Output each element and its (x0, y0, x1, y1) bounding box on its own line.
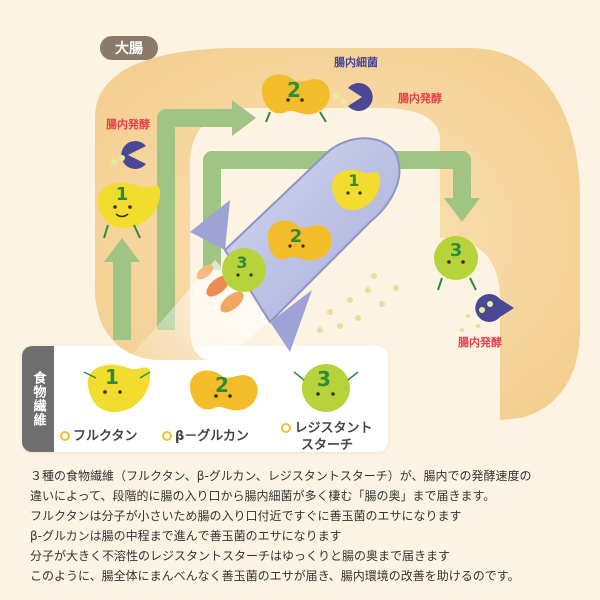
rocket-fiber-2: 2 (268, 220, 332, 261)
fiber-number-1: 1 (116, 184, 129, 205)
pacman-top (333, 83, 373, 112)
fermentation-label-top-left: 腸内発酵 (106, 117, 150, 131)
svg-text:1: 1 (105, 365, 119, 389)
svg-text:1: 1 (348, 171, 359, 190)
fiber-number-2: 2 (287, 78, 301, 102)
description-line: ３種の食物繊維（フルクタン、β-グルカン、レジスタントスターチ）が、腸内での発酵… (30, 469, 532, 483)
rocket-fin-bottom (270, 290, 312, 352)
arrow-head-down (444, 198, 480, 222)
description-line: β-グルカンは腸の中程まで進んで善玉菌のエサになります (30, 529, 342, 543)
large-intestine-shape (95, 48, 580, 420)
legend-name-beta-glucan: β－グルカン (162, 428, 249, 445)
flame (206, 275, 230, 297)
legend-name-resistant-starch: レジスタント スターチ (272, 420, 382, 454)
svg-text:3: 3 (317, 367, 331, 391)
flame (220, 291, 244, 313)
legend-name-beta-glucan-text: β－グルカン (175, 429, 249, 444)
description-line: このように、腸全体にまんべんなく善玉菌のエサが届き、腸内環境の改善を助けるのです… (30, 569, 520, 583)
bullet-icon (60, 430, 70, 441)
fiber-1-character: 1 (97, 182, 161, 239)
fermentation-label-bottom-right: 腸内発酵 (458, 335, 502, 349)
arrow-heads (104, 100, 480, 262)
rocket-flames (196, 264, 244, 313)
large-intestine-tab (100, 36, 158, 60)
fiber-3-character: 3 (434, 236, 478, 291)
legend-fiber-1-icon: 1 (83, 364, 151, 412)
rocket-fiber-3: 3 (222, 248, 266, 292)
arrow-head-right (232, 100, 256, 136)
svg-text:2: 2 (215, 373, 229, 397)
description-line: 違いによって、段階的に腸の入り口から腸内細菌が多く棲む「腸の奥」まで届きます。 (30, 489, 496, 503)
fiber-number-3: 3 (450, 240, 463, 261)
legend-fiber-2-icon: 2 (190, 370, 258, 411)
description-line: 分子が大きく不溶性のレジスタントスターチはゆっくりと腸の奥まで届きます (30, 549, 451, 563)
fermentation-label-top-right: 腸内発酵 (398, 91, 442, 105)
fiber-2-character: 2 (262, 74, 330, 123)
description-text: ３種の食物繊維（フルクタン、β-グルカン、レジスタントスターチ）が、腸内での発酵… (30, 466, 590, 586)
legend-title: 食物繊維 (22, 346, 54, 452)
rocket-fiber-1: 1 (331, 169, 381, 210)
flame (196, 264, 214, 280)
pacman-left (111, 141, 146, 169)
bullet-icon (281, 422, 292, 433)
legend-name-fructan-text: フルクタン (73, 429, 138, 444)
bacteria-label: 腸内細菌 (334, 55, 378, 69)
legend-name-rs-line2: スターチ (300, 438, 353, 453)
bullet-icon (162, 430, 172, 441)
arrow-top (157, 109, 232, 330)
rocket-fin-top (190, 200, 230, 250)
legend-fiber-3-icon: 3 (293, 364, 359, 412)
description-line: フルクタンは分子が小さいため腸の入り口付近ですぐに善玉菌のエサになります (30, 509, 462, 523)
legend-name-fructan: フルクタン (60, 428, 137, 445)
legend-name-rs-line1: レジスタント (294, 421, 373, 436)
large-intestine-label: 大腸 (115, 40, 143, 57)
svg-text:3: 3 (236, 253, 247, 272)
svg-text:2: 2 (290, 226, 303, 247)
arrow-head-up (104, 238, 140, 262)
pacman-right (475, 294, 514, 322)
